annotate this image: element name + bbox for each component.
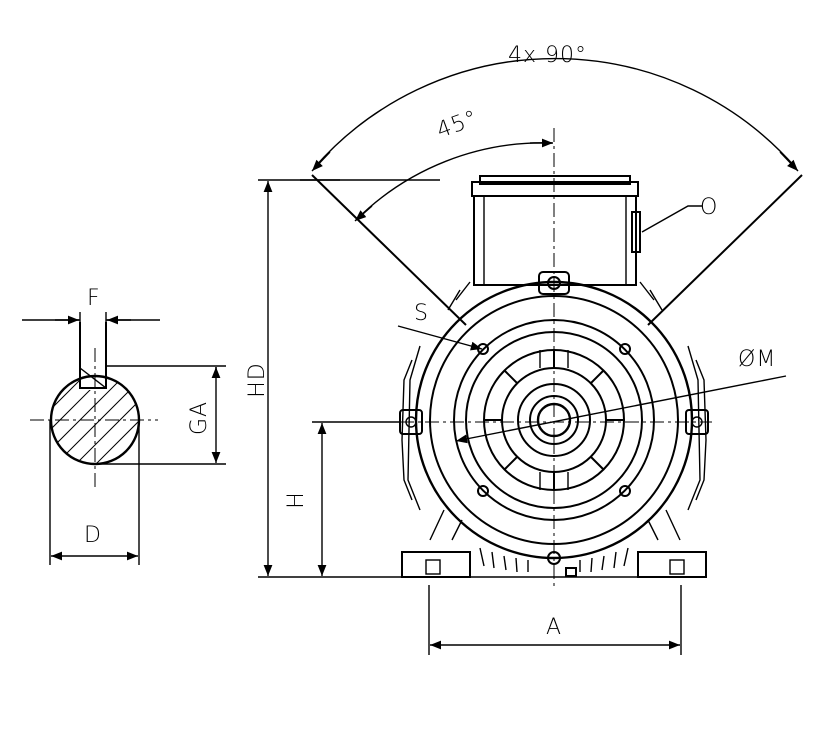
label-HD: HD [245,362,270,397]
label-A: A [546,615,562,640]
label-O: O [700,195,718,220]
label-M: ØM [738,347,776,372]
height-dimensions [258,179,440,578]
angle-arcs [300,57,803,440]
foot-right [637,551,707,578]
bolt-hole [477,485,489,497]
width-dimension [428,585,682,655]
label-D: D [84,523,102,548]
fan-cover [483,349,625,491]
keyway [79,322,107,389]
label-angle-total: 4x 90° [508,43,587,68]
terminal-box [473,196,637,286]
terminal-box-lid [471,181,639,197]
label-S: S [414,301,429,326]
label-GA: GA [187,401,212,435]
motor-front-view [397,175,787,590]
shaft-section [22,312,226,565]
bolt-hole [619,485,631,497]
label-H: H [284,491,309,509]
cooling-fins [401,281,707,573]
label-angle-half: 45° [434,106,482,144]
label-F: F [87,286,101,311]
foot-left [401,551,471,578]
bolt-hole [619,343,631,355]
